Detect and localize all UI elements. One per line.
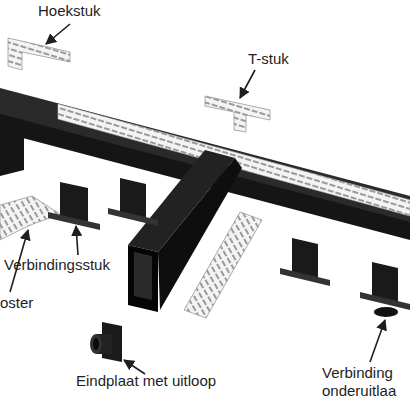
connector-piece (280, 238, 330, 286)
end-plate (90, 322, 122, 362)
connector-piece (48, 182, 100, 230)
part-label: Verbinding onderuitlaa (322, 364, 410, 400)
part-label: Hoekstuk (38, 2, 128, 20)
part-label: Verbindingsstuk (4, 256, 134, 274)
part-label: Eindplaat met uitloop (76, 372, 256, 390)
part-label: T-stuk (248, 50, 318, 68)
corner-grate (8, 38, 70, 70)
loose-grate (184, 212, 262, 318)
part-label: oster (0, 294, 60, 312)
t-grate (205, 96, 270, 132)
connector-outlet (360, 262, 410, 317)
channel-inner (134, 252, 152, 300)
channel-branch-left (0, 114, 24, 176)
leader-lines (10, 24, 385, 374)
channel-end (128, 245, 158, 312)
connector-piece (108, 178, 158, 226)
